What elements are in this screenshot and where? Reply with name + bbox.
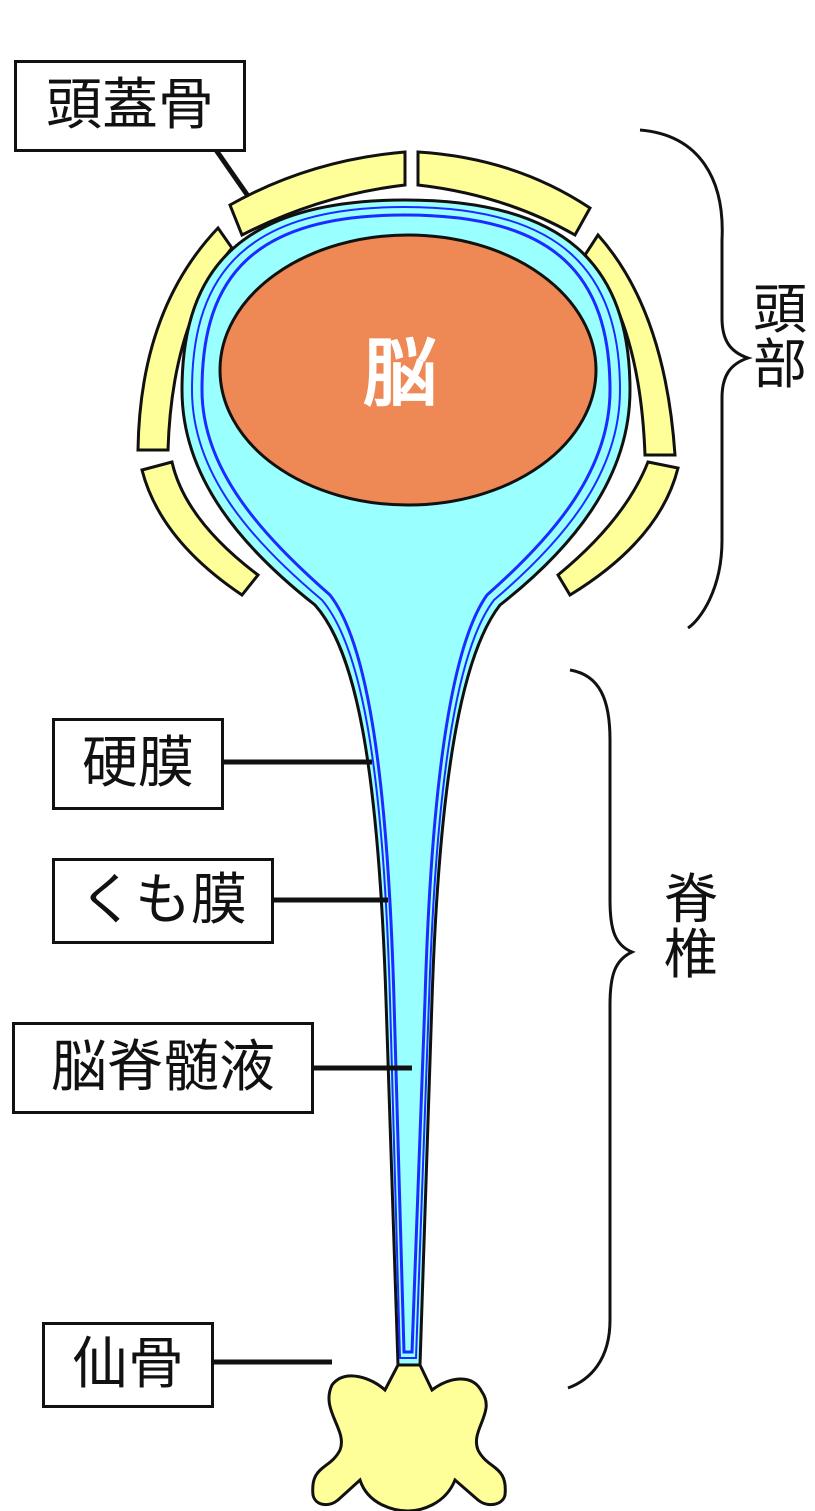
arachnoid-label: くも膜 — [52, 858, 274, 944]
skull-segment — [416, 150, 592, 238]
head-brace — [639, 128, 753, 630]
braces — [567, 128, 753, 1390]
spine-region-char: 椎 — [664, 923, 718, 987]
dura-line — [190, 205, 622, 1359]
spine-region-label: 脊 椎 — [656, 872, 726, 982]
dura-label: 硬膜 — [52, 718, 224, 810]
skull-bone — [136, 150, 680, 598]
csf-label: 脳脊髄液 — [12, 1022, 314, 1114]
spine-brace — [567, 668, 636, 1390]
skull-segment — [556, 460, 680, 598]
head-region-label: 頭 部 — [745, 282, 815, 392]
skull-label: 頭蓋骨 — [14, 60, 246, 152]
spine-region-char: 脊 — [664, 868, 718, 931]
arachnoid-line — [200, 213, 612, 1354]
sacrum-bone — [311, 1363, 507, 1511]
skull-leader-line — [213, 148, 251, 198]
head-region-char: 部 — [753, 333, 807, 397]
leader-lines — [212, 148, 412, 1365]
skull-segment — [228, 150, 407, 238]
sacrum-label: 仙骨 — [42, 1322, 214, 1408]
head-region-char: 頭 — [753, 278, 807, 341]
skull-segment — [140, 460, 261, 598]
brain-label: 脳 — [363, 330, 437, 417]
brain — [218, 233, 598, 507]
